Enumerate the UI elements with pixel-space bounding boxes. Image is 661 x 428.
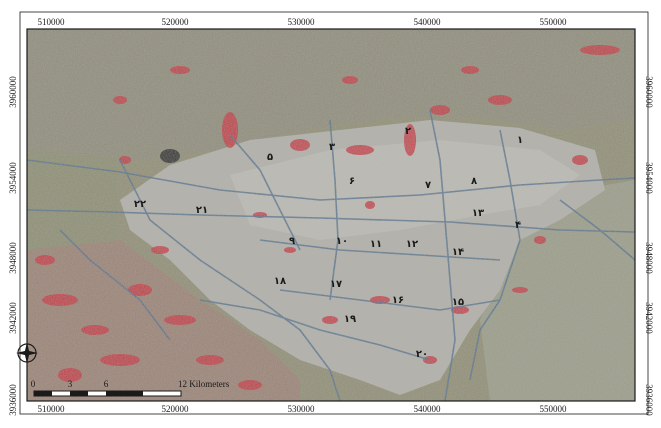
x-tick-top: 510000 bbox=[38, 17, 66, 27]
scale-label: 3 bbox=[68, 379, 73, 389]
district-label: ۴ bbox=[515, 220, 521, 231]
y-tick-left: 3948000 bbox=[8, 242, 18, 274]
x-tick-bottom: 510000 bbox=[38, 404, 66, 414]
scale-bar: 0 3 6 12 Kilometers bbox=[31, 379, 230, 397]
district-labels: ۱ ۲ ۳ ۴ ۵ ۶ ۷ ۸ ۹ ۱۰ ۱۱ ۱۲ ۱۳ ۱۴ ۱۵ ۱۶ ۱… bbox=[134, 126, 523, 360]
district-label: ۲۰ bbox=[416, 349, 428, 360]
district-label: ۲۱ bbox=[196, 205, 208, 216]
y-ticks: 3960000 3954000 3948000 3942000 3936000 … bbox=[8, 76, 654, 417]
district-label: ۱۳ bbox=[472, 208, 484, 219]
district-label: ۷ bbox=[425, 180, 431, 191]
satellite-image bbox=[27, 29, 635, 401]
district-label: ۶ bbox=[349, 176, 355, 187]
scale-label: 0 bbox=[31, 379, 36, 389]
y-tick-right: 3936000 bbox=[644, 384, 654, 416]
y-tick-left: 3954000 bbox=[8, 162, 18, 194]
district-label: ۵ bbox=[267, 152, 273, 163]
scale-label: 6 bbox=[104, 379, 109, 389]
district-label: ۳ bbox=[329, 142, 335, 153]
x-tick-top: 550000 bbox=[540, 17, 568, 27]
district-label: ۲ bbox=[405, 126, 411, 137]
district-label: ۸ bbox=[471, 176, 477, 187]
x-tick-bottom: 550000 bbox=[540, 404, 568, 414]
scale-label: 12 Kilometers bbox=[178, 379, 230, 389]
district-label: ۱۰ bbox=[336, 236, 348, 247]
y-tick-right: 3948000 bbox=[644, 242, 654, 274]
y-tick-left: 3942000 bbox=[8, 302, 18, 334]
x-ticks: 510000 520000 530000 540000 550000 51000… bbox=[38, 17, 568, 414]
x-tick-top: 520000 bbox=[162, 17, 190, 27]
x-tick-bottom: 520000 bbox=[162, 404, 190, 414]
district-label: ۱۲ bbox=[406, 239, 418, 250]
outer-frame bbox=[19, 11, 649, 415]
district-label: ۲۲ bbox=[134, 199, 146, 210]
district-label: ۱ bbox=[517, 135, 523, 146]
x-tick-top: 530000 bbox=[288, 17, 316, 27]
y-tick-right: 3942000 bbox=[644, 302, 654, 334]
x-tick-top: 540000 bbox=[414, 17, 442, 27]
x-tick-bottom: 530000 bbox=[288, 404, 316, 414]
district-label: ۱۸ bbox=[274, 276, 286, 287]
district-label: ۱۶ bbox=[392, 295, 404, 306]
y-tick-left: 3960000 bbox=[8, 76, 18, 108]
map-neatline bbox=[26, 28, 636, 402]
district-label: ۱۷ bbox=[330, 279, 342, 290]
x-tick-bottom: 540000 bbox=[414, 404, 442, 414]
district-label: ۱۹ bbox=[344, 314, 356, 325]
y-tick-left: 3936000 bbox=[8, 384, 18, 416]
district-label: ۱۱ bbox=[370, 239, 382, 250]
y-tick-right: 3954000 bbox=[644, 162, 654, 194]
district-label: ۱۴ bbox=[452, 247, 464, 258]
district-label: ۹ bbox=[289, 236, 295, 247]
y-tick-right: 3960000 bbox=[644, 76, 654, 108]
district-label: ۱۵ bbox=[452, 297, 464, 308]
